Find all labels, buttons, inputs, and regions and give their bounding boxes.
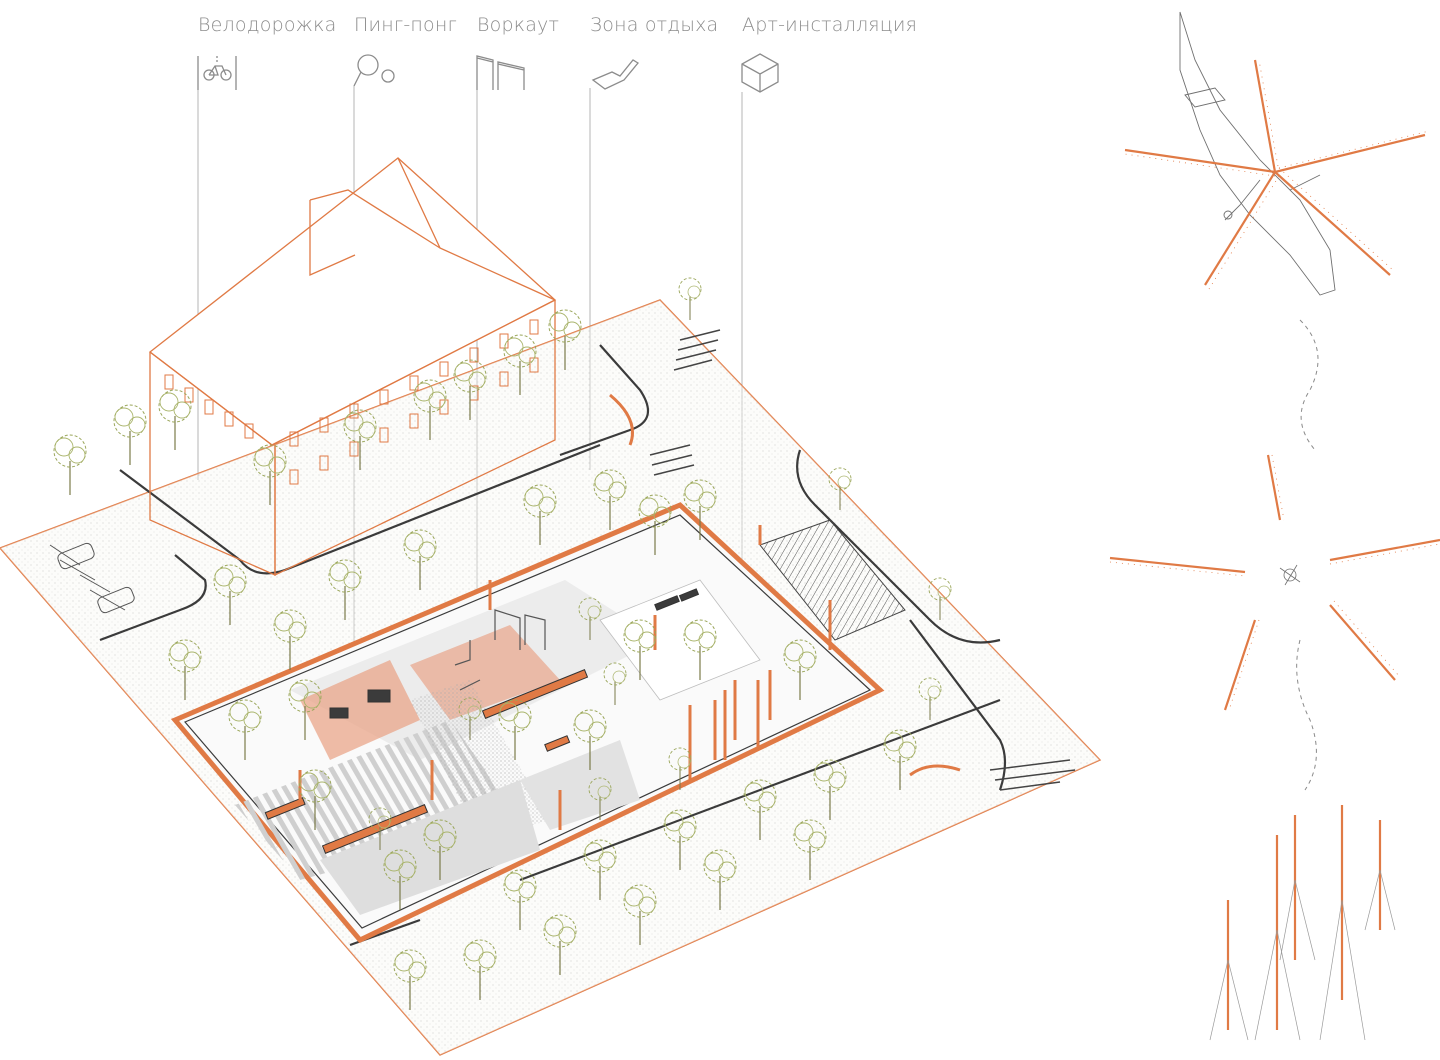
crosswalk-east	[759, 519, 906, 641]
legend-label-pingpong: Пинг-понг	[354, 14, 458, 36]
legend-label-bike: Велодорожка	[198, 14, 337, 36]
helicopter-outline	[1179, 11, 1336, 296]
scattered-blades-rungs	[1109, 454, 1440, 711]
debris-center	[1279, 564, 1301, 586]
falling-path-2	[1296, 639, 1317, 791]
crosswalk-lines	[649, 329, 1076, 791]
helicopter-rotor-rungs	[1124, 59, 1430, 290]
parking	[49, 542, 135, 614]
central-plaza	[170, 502, 885, 944]
standing-blades	[1226, 805, 1382, 1030]
bicycle-lane-icon	[197, 56, 237, 90]
legend: Велодорожка Пинг-понг Воркаут Зона отдых…	[0, 0, 960, 100]
legend-label-rest: Зона отдыха	[590, 14, 719, 36]
building-windows	[164, 319, 539, 485]
legend-label-workout: Воркаут	[477, 14, 560, 36]
scattered-blades	[1109, 454, 1440, 711]
road-accent-lines	[609, 393, 961, 777]
helicopter-rotor-blades	[1124, 59, 1426, 286]
falling-path-1	[1299, 319, 1319, 451]
legend-label-art: Арт-инсталляция	[742, 14, 918, 36]
ping-pong-icon	[353, 54, 395, 87]
cube-icon	[741, 53, 779, 93]
workout-bars-icon	[476, 55, 525, 90]
art-installation-poles	[298, 525, 832, 830]
workout-equipment	[454, 609, 546, 691]
standing-blades-stays	[1209, 869, 1396, 1041]
lounger-icon	[591, 59, 639, 90]
